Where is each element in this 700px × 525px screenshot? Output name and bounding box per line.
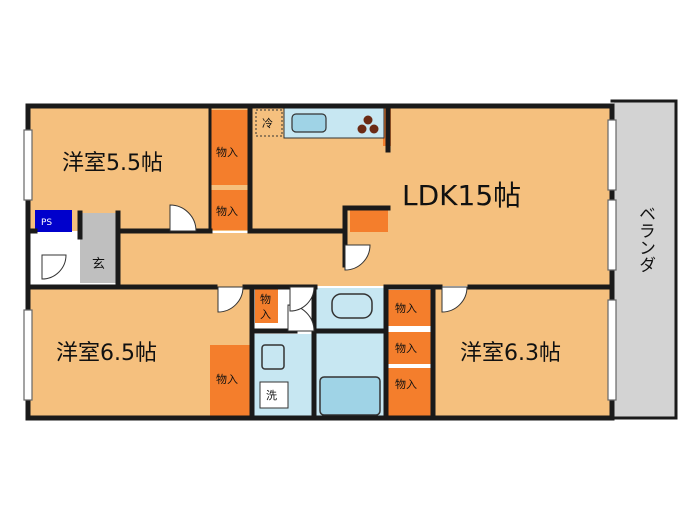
windows bbox=[23, 119, 617, 401]
bath-fixtures bbox=[259, 293, 381, 416]
storage-label: 物入 bbox=[216, 145, 238, 159]
kitchen bbox=[255, 107, 385, 139]
door-swing bbox=[41, 254, 67, 280]
entrance-floor bbox=[80, 213, 118, 283]
storage-closet bbox=[388, 332, 432, 364]
room-western-3-floor bbox=[434, 288, 612, 418]
kitchen-storage bbox=[350, 210, 388, 232]
room-label-ldk: LDK15帖 bbox=[402, 179, 521, 212]
storage-closet bbox=[210, 345, 250, 417]
storage-closet bbox=[210, 190, 250, 230]
laundry-label: 洗 bbox=[266, 389, 277, 402]
ps-label: PS bbox=[41, 218, 52, 228]
fridge-label: 冷 bbox=[262, 117, 273, 130]
room-label-western-1: 洋室5.5帖 bbox=[62, 151, 163, 176]
storage-closet bbox=[388, 368, 432, 416]
storage-label: 物入 bbox=[216, 204, 238, 218]
door-swing bbox=[169, 204, 197, 232]
door-swing bbox=[287, 304, 315, 332]
toilet-icon bbox=[331, 293, 373, 319]
storage-label-top: 物 bbox=[260, 292, 271, 306]
veranda-floor bbox=[614, 101, 676, 417]
door-swing bbox=[217, 286, 244, 313]
labels: 洋室5.5帖 LDK15帖 洋室6.5帖 洋室6.3帖 玄 ベランダ 物入 物入… bbox=[41, 117, 655, 402]
door-swing bbox=[289, 286, 315, 312]
hallway-floor bbox=[118, 233, 314, 287]
washbasin-icon bbox=[261, 344, 285, 370]
door-swing bbox=[344, 244, 371, 271]
storage-label: 物入 bbox=[395, 341, 417, 355]
entrance-label: 玄 bbox=[92, 257, 105, 272]
stove-icon bbox=[357, 115, 379, 134]
storage-closet bbox=[210, 110, 250, 185]
room-label-western-3: 洋室6.3帖 bbox=[460, 341, 561, 366]
veranda-label: ベランダ bbox=[635, 205, 655, 273]
bathtub-icon bbox=[319, 376, 381, 416]
room-label-western-2: 洋室6.5帖 bbox=[56, 341, 157, 366]
ps-box bbox=[35, 210, 72, 232]
washing-machine-space bbox=[259, 381, 289, 409]
storage-label: 物入 bbox=[216, 372, 238, 386]
storage-closet bbox=[255, 288, 278, 323]
door-swing bbox=[441, 286, 468, 313]
doors bbox=[41, 204, 468, 332]
fridge-space bbox=[255, 109, 283, 137]
storage-closets bbox=[210, 106, 432, 417]
storage-label-bottom: 入 bbox=[260, 308, 271, 321]
storage-label: 物入 bbox=[395, 377, 417, 391]
storage-closet bbox=[388, 290, 432, 326]
sink-icon bbox=[291, 113, 327, 133]
storage-label: 物入 bbox=[395, 301, 417, 315]
